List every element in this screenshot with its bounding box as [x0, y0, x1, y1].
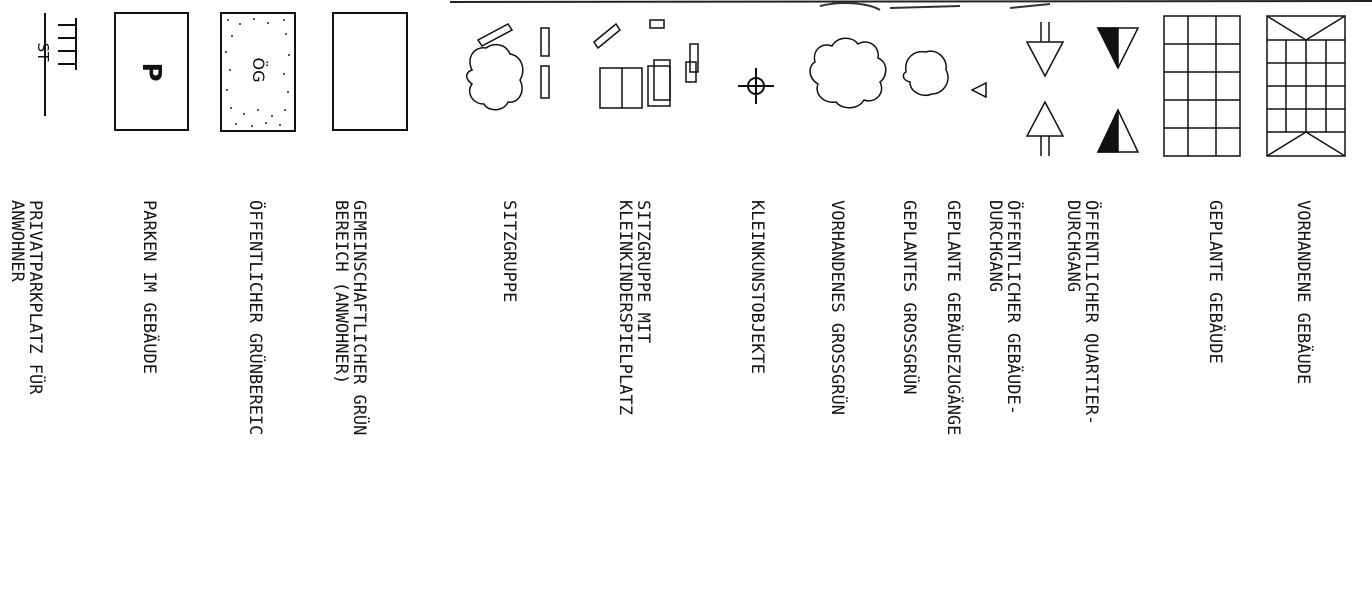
label-line: VORHANDENE GEBÄUDE — [1293, 200, 1313, 385]
art-object-symbol — [738, 68, 774, 104]
og-symbol-text: ÖG — [249, 58, 268, 83]
label-line: GEPLANTES GROSSGRÜN — [899, 200, 919, 395]
label-line: ÖFFENTLICHER QUARTIER- — [1081, 200, 1101, 426]
label-geplante-gebaeude: GEPLANTE GEBÄUDE — [1205, 200, 1225, 364]
label-line: PARKEN IM GEBÄUDE — [139, 200, 159, 374]
p-symbol-text: P — [136, 62, 166, 81]
legend-symbols: ST P ÖG — [34, 0, 1372, 157]
label-oeffentlicher-gebaeudedurchgang: ÖFFENTLICHER GEBÄUDE- DURCHGANG — [985, 200, 1023, 415]
label-sitzgruppe: SITZGRUPPE — [499, 200, 519, 303]
label-line: ÖFFENTLICHER GRÜNBEREIC — [245, 200, 265, 436]
seating-group-symbol — [466, 23, 550, 111]
private-parking-symbol: ST — [34, 13, 77, 116]
parking-building-symbol: P — [114, 12, 189, 131]
label-line: KLEINKINDERSPIELPLATZ — [615, 200, 635, 415]
label-line: GEPLANTE GEBÄUDEZUGÄNGE — [943, 200, 963, 436]
planned-entrance-symbol — [970, 81, 987, 99]
label-line: GEMEINSCHAFTLICHER GRÜN — [349, 200, 369, 436]
label-line: ÖFFENTLICHER GEBÄUDE- — [1003, 200, 1023, 415]
community-green-symbol — [332, 12, 408, 131]
label-oeffentlicher-quartierdurchgang: ÖFFENTLICHER QUARTIER- DURCHGANG — [1063, 200, 1101, 426]
planned-building-symbol — [1163, 15, 1241, 157]
label-privatparkplatz: PRIVATPARKPLATZ FÜR ANWOHNER — [7, 200, 45, 395]
existing-building-symbol — [1266, 15, 1346, 157]
label-line: BEREICH (ANWOHNER) — [331, 200, 351, 385]
label-line: KLEINKUNSTOBJEKTE — [747, 200, 767, 374]
label-line: SITZGRUPPE — [499, 200, 519, 303]
public-quarter-passage-symbol — [1096, 27, 1140, 153]
label-oeffentlicher-gruenbereich: ÖFFENTLICHER GRÜNBEREIC — [245, 200, 265, 436]
label-vorhandenes-grossgruen: VORHANDENES GROSSGRÜN — [827, 200, 847, 415]
label-vorhandene-gebaeude: VORHANDENE GEBÄUDE — [1293, 200, 1313, 385]
label-line: DURCHGANG — [1063, 200, 1083, 293]
label-geplantes-grossgruen: GEPLANTES GROSSGRÜN — [899, 200, 919, 395]
top-edge-scribble — [819, 2, 1051, 11]
label-line: VORHANDENES GROSSGRÜN — [827, 200, 847, 415]
label-gemeinschaftlicher-gruenbereich: GEMEINSCHAFTLICHER GRÜN BEREICH (ANWOHNE… — [331, 200, 369, 436]
label-line: SITZGRUPPE MIT — [633, 200, 653, 344]
public-green-symbol: ÖG — [220, 12, 296, 132]
existing-large-tree-symbol — [809, 37, 887, 109]
public-building-passage-symbol — [1025, 22, 1065, 156]
label-parken-im-gebaeude: PARKEN IM GEBÄUDE — [139, 200, 159, 374]
label-line: DURCHGANG — [985, 200, 1005, 293]
label-sitzgruppe-spielplatz: SITZGRUPPE MIT KLEINKINDERSPIELPLATZ — [615, 200, 653, 415]
label-line: GEPLANTE GEBÄUDE — [1205, 200, 1225, 364]
label-line: PRIVATPARKPLATZ FÜR — [25, 200, 45, 395]
label-line: ANWOHNER — [7, 200, 27, 282]
st-symbol-text: ST — [34, 43, 52, 63]
top-edge-line — [449, 0, 1372, 3]
label-kleinkunstobjekte: KLEINKUNSTOBJEKTE — [747, 200, 767, 374]
planned-large-tree-symbol — [902, 50, 949, 96]
seating-playground-symbol — [592, 19, 699, 109]
label-geplante-gebaeudezugaenge: GEPLANTE GEBÄUDEZUGÄNGE — [943, 200, 963, 436]
